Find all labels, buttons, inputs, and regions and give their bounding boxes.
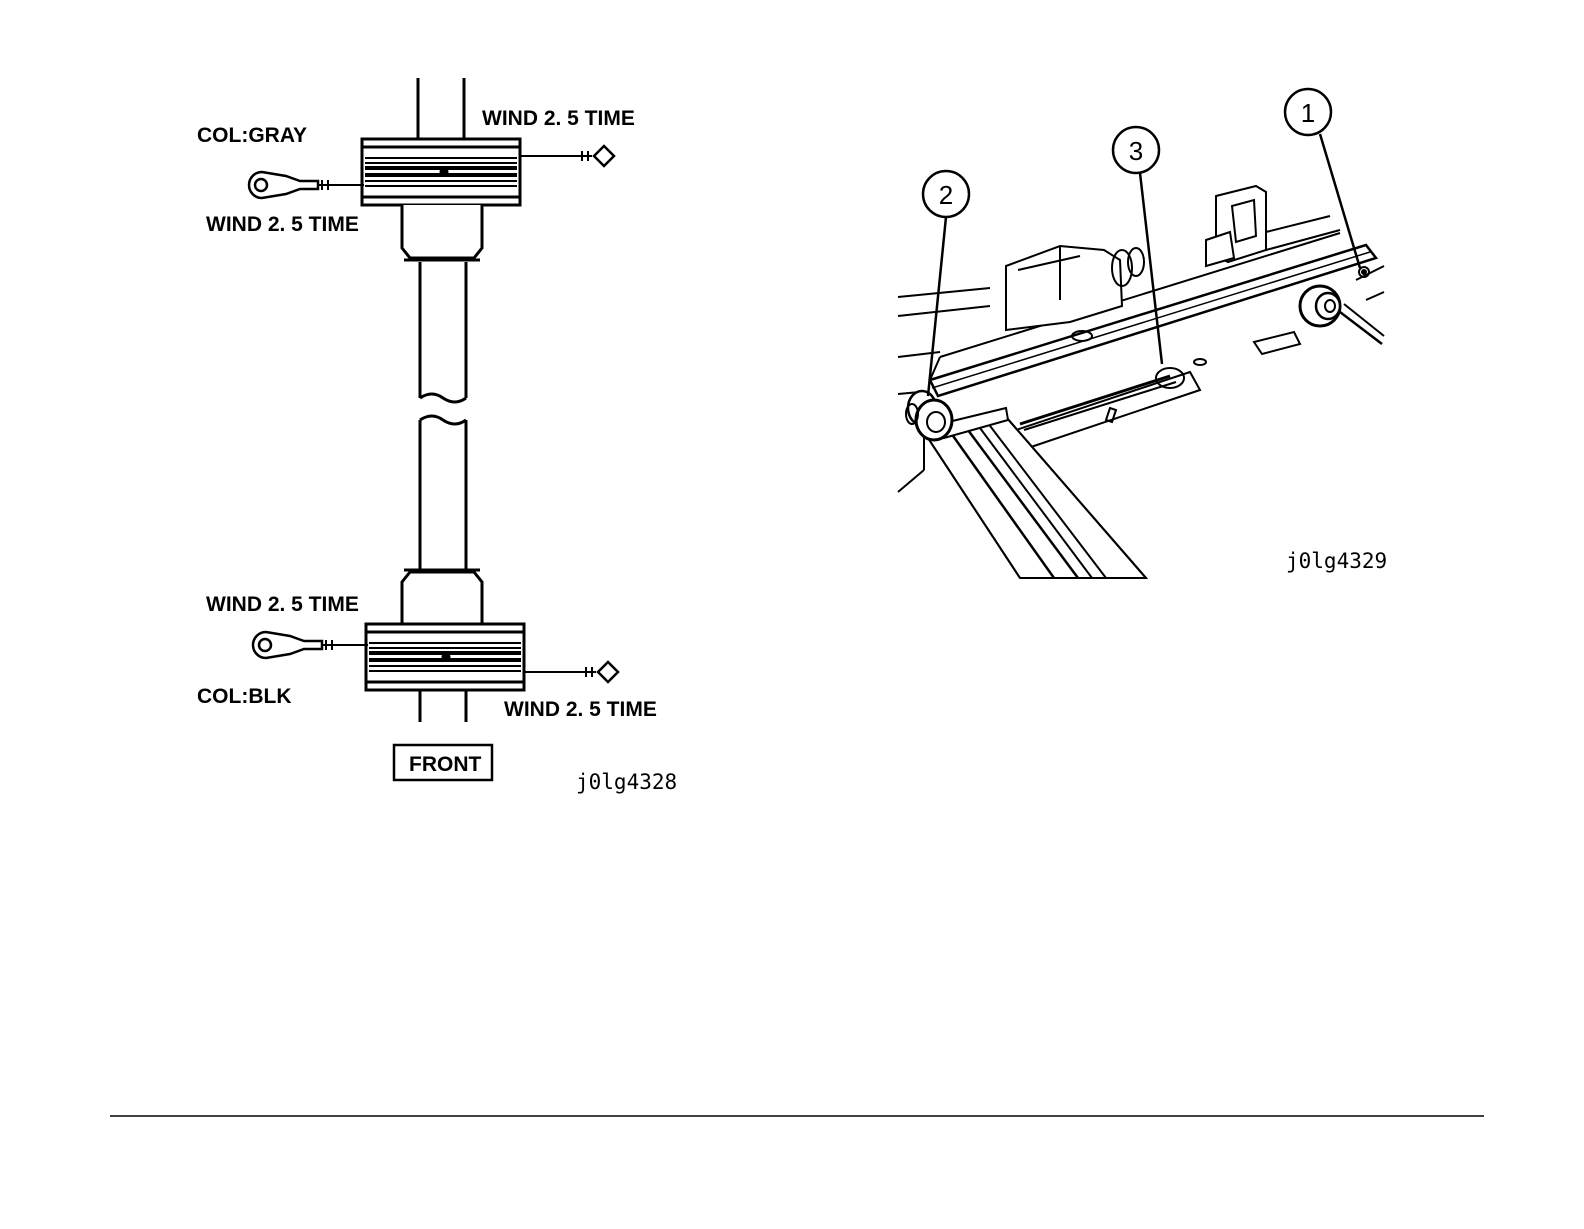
cable-ring-terminal-upper: [249, 172, 364, 198]
lower-pulley: [366, 624, 524, 690]
front-label: FRONT: [409, 753, 481, 776]
slotted-bracket: [1010, 368, 1200, 450]
wind-label-top-left: WIND 2. 5 TIME: [206, 213, 359, 236]
wind-label-bottom-left: WIND 2. 5 TIME: [206, 593, 359, 616]
front-pulley: [906, 391, 952, 440]
cable-ball-end-upper: [520, 146, 614, 166]
callout-number-2: 2: [939, 180, 953, 210]
figure-id-left: j0lg4328: [576, 770, 677, 794]
wind-label-bottom-right: WIND 2. 5 TIME: [504, 698, 657, 721]
motor-housing: [1006, 246, 1144, 330]
lower-hub: [402, 572, 482, 625]
cable-ring-terminal-lower: [253, 632, 368, 658]
callout-number-1: 1: [1301, 98, 1315, 128]
upper-pulley: [362, 139, 520, 205]
figure-id-right: j0lg4329: [1286, 549, 1387, 573]
col-gray-label: COL:GRAY: [197, 124, 307, 147]
upper-hub: [402, 205, 482, 258]
col-blk-label: COL:BLK: [197, 685, 291, 708]
pulley-winding-diagram: [249, 78, 618, 780]
wind-label-top-right: WIND 2. 5 TIME: [482, 107, 635, 130]
cable-ball-end-lower: [524, 662, 618, 682]
callout-number-3: 3: [1129, 136, 1143, 166]
